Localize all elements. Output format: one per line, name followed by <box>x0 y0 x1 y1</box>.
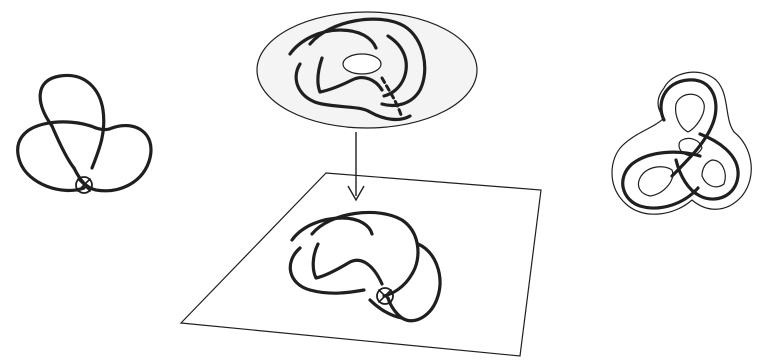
plane-knot-right-lobe <box>388 244 440 321</box>
thickened-hole-top <box>676 94 705 132</box>
plane-knot-inner-loop <box>313 244 382 284</box>
projection-arrow <box>348 132 364 200</box>
trefoil-right-lobe <box>74 126 151 191</box>
virtual-trefoil-diagram <box>18 75 151 193</box>
thickened-hole-right <box>702 160 725 187</box>
plane-panel <box>181 173 541 356</box>
thickened-band-right <box>676 134 738 199</box>
trefoil-left-lobe <box>18 122 96 191</box>
thickened-trefoil <box>612 72 751 214</box>
surface-panel <box>257 12 477 128</box>
surface-hole <box>343 54 381 74</box>
plane-knot-left-loop <box>290 248 364 293</box>
plane-knot-lower-strand <box>370 300 402 318</box>
plane-knot-top-arc <box>292 218 372 240</box>
trefoil-inner-strand-b <box>96 128 112 130</box>
thickened-hole-left <box>638 167 672 196</box>
projection-plane <box>181 173 541 356</box>
trefoil-inner-strand-a <box>52 126 74 168</box>
